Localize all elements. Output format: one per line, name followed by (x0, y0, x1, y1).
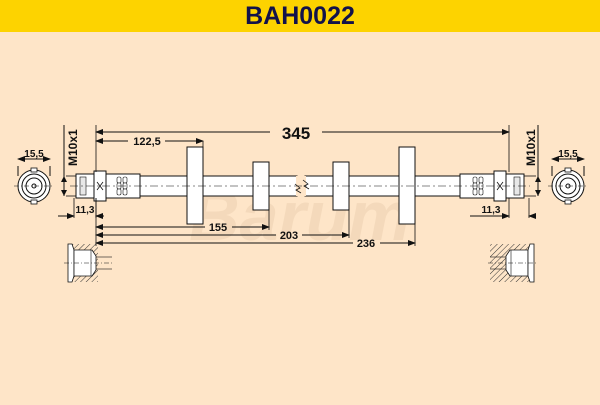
top-dimensions: 345 122,5 (95, 124, 510, 172)
bracket-1 (186, 146, 204, 225)
bracket-4 (398, 146, 416, 225)
right-diameter-label: 15,5 (558, 149, 578, 160)
right-thread-dimension: M10x1 (524, 125, 541, 197)
total-length-label: 345 (282, 124, 310, 143)
left-end-length-label: 11,3 (76, 205, 95, 216)
right-end-length: 11,3 (470, 198, 536, 219)
right-end-length-label: 11,3 (482, 205, 501, 216)
fourth-bracket-label: 236 (357, 238, 375, 250)
brake-hose (70, 146, 530, 225)
hose-drawing: Barum 15,5 15,5 M10x1 (0, 32, 600, 400)
header-bar: BAH0022 (0, 0, 600, 32)
first-bracket-label: 122,5 (133, 136, 161, 148)
second-bracket-label: 155 (209, 222, 227, 234)
left-thread-label: M10x1 (66, 129, 80, 166)
left-end-length: 11,3 (58, 198, 104, 219)
third-bracket-label: 203 (280, 230, 298, 242)
left-end-view: 15,5 (14, 149, 54, 205)
left-fitting (75, 170, 141, 202)
right-thread-label: M10x1 (524, 129, 538, 166)
left-port-section (64, 243, 112, 283)
part-number-title: BAH0022 (245, 1, 355, 30)
left-diameter-label: 15,5 (24, 149, 44, 160)
left-thread-dimension: M10x1 (61, 125, 80, 197)
right-port-section (488, 243, 538, 283)
right-end-view: 15,5 (548, 149, 588, 205)
